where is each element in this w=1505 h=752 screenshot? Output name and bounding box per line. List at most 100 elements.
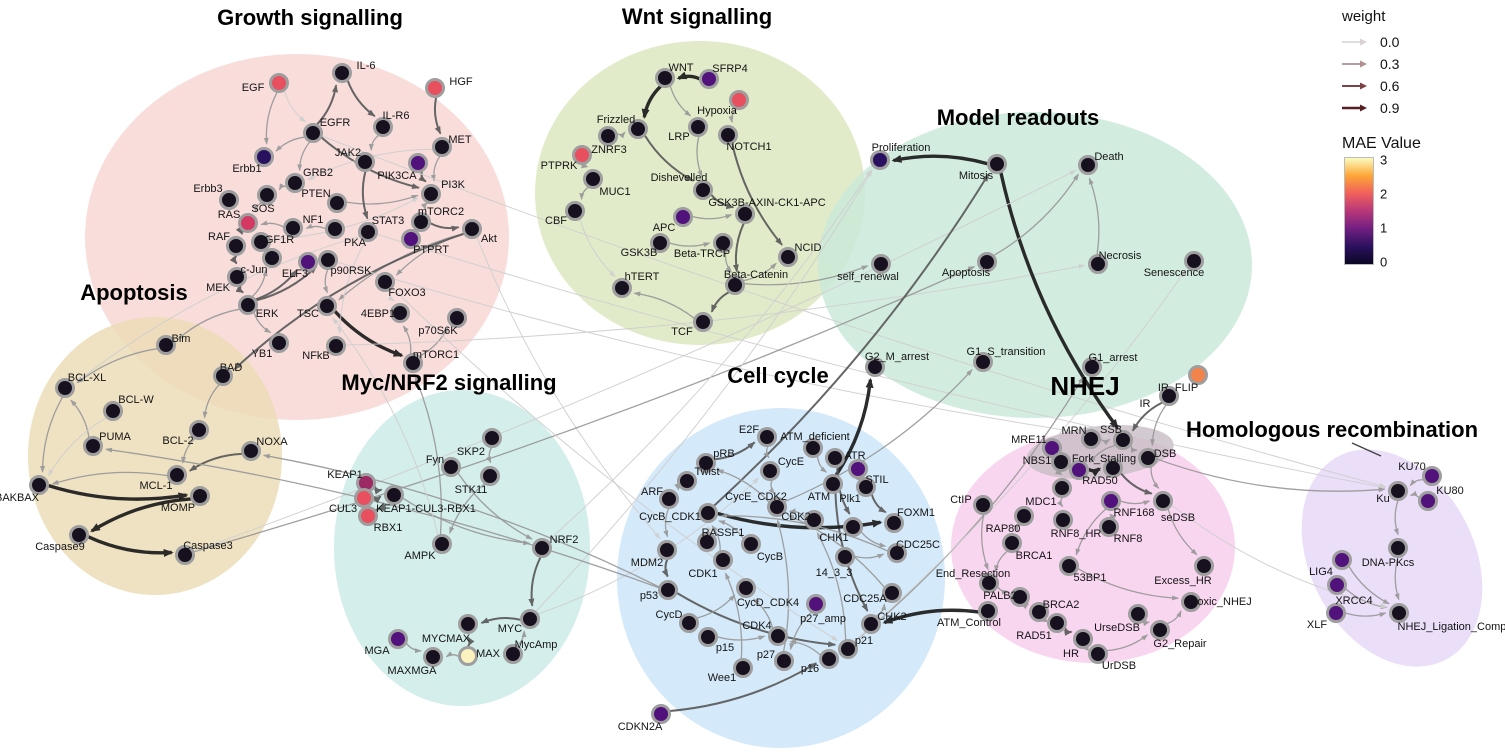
- edge-CycB-to-CycB_CDK1: [718, 520, 744, 539]
- node-Excess_HR: [1194, 556, 1214, 576]
- edge-Mitosis-to-Proliferation: [891, 154, 988, 166]
- node-YB1: [269, 333, 289, 353]
- node-label-XRCC4: XRCC4: [1335, 595, 1372, 607]
- node-label-STIL: STIL: [865, 474, 888, 486]
- edge-RBX1-to-KEAP1-CUL3-RBX1: [375, 502, 385, 512]
- edge-PI3K-to-mTORC2: [421, 202, 429, 211]
- node-RASSF1: [697, 532, 717, 552]
- edge-BCL-W-to-BAKBAX: [47, 417, 107, 477]
- node-label-FOXM1: FOXM1: [897, 507, 935, 519]
- node-label-SOS: SOS: [251, 203, 274, 215]
- node-Death: [1078, 155, 1098, 175]
- node-label-UrDSB: UrDSB: [1102, 660, 1136, 672]
- node-XLF: [1326, 603, 1346, 623]
- node-label-EGFR: EGFR: [320, 117, 351, 129]
- node-53BP1: [1059, 556, 1079, 576]
- edge-AMPK-to-mTORC1: [414, 375, 442, 535]
- node-EGF: [269, 73, 289, 93]
- node-Ku: [1388, 481, 1408, 501]
- node-NHEJ_Ligation_Complex: [1389, 603, 1409, 623]
- node-Apoptosis: [977, 252, 997, 272]
- node-label-53BP1: 53BP1: [1073, 572, 1106, 584]
- edge-p53-to-p21: [676, 592, 837, 648]
- node-RAD50: [1103, 458, 1123, 478]
- node-label-MYC: MYC: [498, 623, 523, 635]
- edge-Apoptosis-to-Death: [993, 173, 1079, 256]
- node-LIG4: [1332, 550, 1352, 570]
- node-G1_S_transition: [973, 352, 993, 372]
- node-mTORC1: [403, 353, 423, 373]
- node-label-EGF: EGF: [242, 82, 265, 94]
- edge-BRCA1-to-End_Resection: [994, 550, 1008, 573]
- edge-PIK3CA-to-PI3K: [418, 171, 427, 183]
- node-p70S6K: [447, 308, 467, 328]
- node-label-4EBP1: 4EBP1: [361, 308, 395, 320]
- node-KEAP1-CUL3-RBX1: [384, 485, 404, 505]
- edge-RAD50-to-seDSB: [1120, 472, 1153, 495]
- node-label-MAX: MAX: [476, 648, 501, 660]
- edge-SSB-to-DSB: [1130, 445, 1138, 453]
- edge-NRF2-to-MYC: [528, 556, 542, 607]
- node-label-APC: APC: [653, 222, 676, 234]
- node-label-CHK2: CHK2: [877, 611, 906, 623]
- node-label-RAD50: RAD50: [1082, 475, 1117, 487]
- node-label-Fork_Stalling: Fork_Stalling: [1072, 453, 1136, 465]
- node-label-STK11: STK11: [455, 484, 488, 496]
- node-label-Senescence: Senescence: [1144, 267, 1205, 279]
- node-pRB: [696, 453, 716, 473]
- node-CHK1: [843, 517, 863, 537]
- node-label-CDK1: CDK1: [688, 568, 717, 580]
- legend-panel: weight 0.0 0.3 0.6 0.9 MAE Value 3 2 1 0: [1340, 6, 1500, 269]
- edge-KU80-to-Ku: [1409, 491, 1420, 499]
- node-DNA-PKcs: [1388, 538, 1408, 558]
- node-Hypoxia: [729, 90, 749, 110]
- edge-End_Resection-to-PALB2: [997, 586, 1009, 595]
- node-Wee1: [733, 658, 753, 678]
- edge-LRP-to-Dishevelled: [696, 136, 703, 178]
- edge-KEAP1-CUL3-RBX1-to-NRF2: [402, 497, 531, 546]
- edge-RASSF1-to-CycB_CDK1: [706, 525, 714, 533]
- mae-tick: 0: [1380, 254, 1388, 270]
- node-label-RNF8_HR: RNF8_HR: [1051, 528, 1102, 540]
- node-label-RAP80: RAP80: [986, 523, 1021, 535]
- node-CDK4: [768, 626, 788, 646]
- node-NRF2: [532, 538, 552, 558]
- node-label-G1_arrest: G1_arrest: [1089, 352, 1138, 364]
- node-label-ATM_deficient: ATM_deficient: [780, 431, 850, 443]
- edge-PTEN-to-PI3K: [346, 194, 419, 205]
- edge-MDC1-to-RNF8_HR: [1056, 497, 1064, 508]
- node-label-mTORC2: mTORC2: [418, 206, 464, 218]
- node-label-CDC25A: CDC25A: [843, 593, 887, 605]
- node-label-CycB: CycB: [757, 551, 783, 563]
- node-label-IR_FLIP: IR_FLIP: [1158, 382, 1198, 394]
- node-Plk1: [856, 477, 876, 497]
- node-c-Jun: [262, 248, 282, 268]
- edge-SOS-to-RAS: [253, 202, 262, 213]
- edge-Beta-Catenin-to-self_renewal: [744, 265, 869, 286]
- edge-p27_amp-to-p27: [789, 611, 812, 651]
- edge-KEAP1-to-KEAP1-CUL3-RBX1: [373, 486, 383, 495]
- edge-FOXO3-to-4EBP1: [387, 290, 395, 302]
- node-label-GRB2: GRB2: [303, 167, 333, 179]
- edge-Beta-Catenin-to-NCID: [743, 262, 777, 282]
- node-G2_Repair: [1150, 620, 1170, 640]
- node-label-G1_S_transition: G1_S_transition: [967, 346, 1046, 358]
- node-label-Hypoxia: Hypoxia: [697, 105, 738, 117]
- node-G2_M_arrest: [865, 357, 885, 377]
- edge-mTORC1-to-p70S6K: [419, 326, 449, 357]
- edge-EGF-to-Erbb1: [263, 91, 278, 145]
- edge-ATM_Control-to-CHK2: [882, 608, 979, 625]
- node-label-CDKN2A: CDKN2A: [618, 721, 663, 733]
- edge-XLF-to-NHEJ_Ligation_Complex: [1345, 612, 1387, 618]
- node-label-CDC25C: CDC25C: [896, 539, 940, 551]
- node-label-TCF: TCF: [671, 326, 693, 338]
- node-PKA: [325, 219, 345, 239]
- node-TSC: [317, 296, 337, 316]
- node-label-MycAmp: MycAmp: [515, 639, 558, 651]
- node-label-IR: IR: [1140, 398, 1151, 410]
- node-E2F: [757, 427, 777, 447]
- node-label-BCL-XL: BCL-XL: [68, 372, 107, 384]
- node-label-ARF: ARF: [641, 486, 663, 498]
- edge-MRN-to-SSB: [1100, 438, 1111, 445]
- node-p16: [819, 649, 839, 669]
